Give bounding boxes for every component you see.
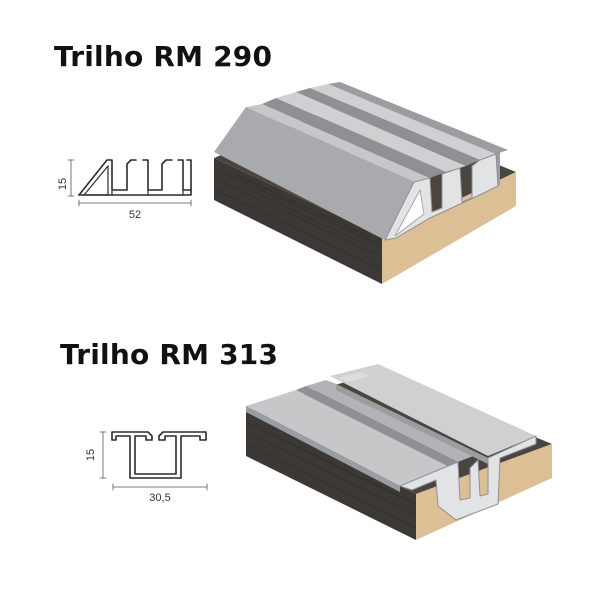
width-label-rm313: 30,5 <box>149 492 170 504</box>
profile-base-rm290 <box>78 189 192 196</box>
rail-3d-rm313 <box>245 364 552 540</box>
product-title-rm290: Trilho RM 290 <box>54 40 273 73</box>
height-label-rm290: 15 <box>57 178 69 190</box>
rail-3d-rm290 <box>213 82 516 284</box>
profile-outline-rm290 <box>78 159 192 196</box>
profile-inner-rm290 <box>83 165 109 196</box>
wood-front-rm313 <box>246 412 416 540</box>
height-label-rm313: 15 <box>85 449 97 461</box>
product-title-rm313: Trilho RM 313 <box>60 338 279 371</box>
profile-drawing-rm290 <box>67 159 192 207</box>
wood-front-rm290 <box>214 158 382 284</box>
rail-slope-face-rm290 <box>214 107 414 240</box>
wood-edge-rm313 <box>416 444 552 540</box>
rail-front-flange-rm313 <box>246 390 448 486</box>
rail-end-profile-rm313 <box>398 435 537 521</box>
wood-edge-rm290 <box>382 172 516 284</box>
profile-drawing-rm313 <box>99 431 208 491</box>
profile-outline-rm313 <box>111 431 207 479</box>
width-label-rm290: 52 <box>129 209 141 221</box>
